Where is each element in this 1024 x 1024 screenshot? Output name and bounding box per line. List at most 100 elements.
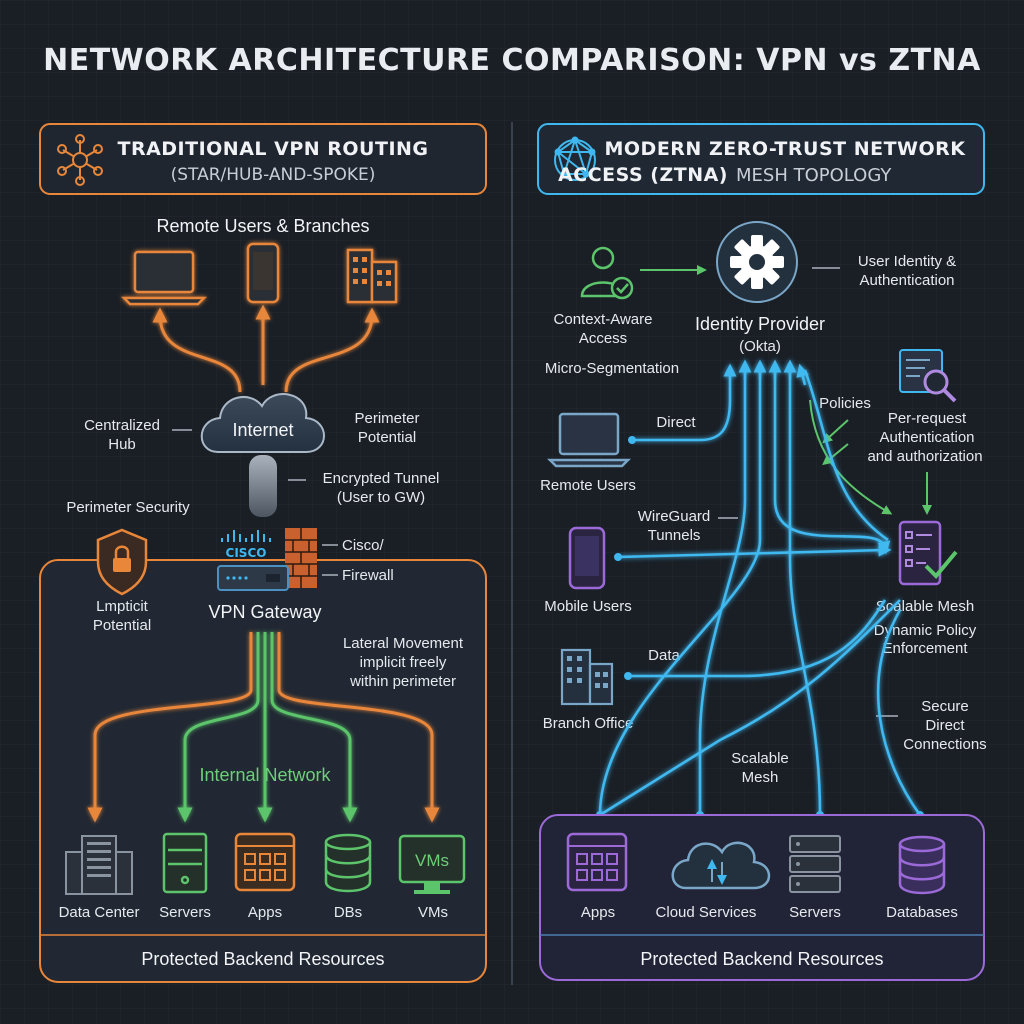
branch-office-label: Branch Office (543, 715, 634, 732)
user-check-icon (580, 246, 634, 300)
ztna-resource-box (539, 814, 985, 981)
lateral-movement-label-2: implicit freely (360, 654, 447, 671)
vpn-header-box (39, 123, 487, 195)
phone-icon (246, 242, 280, 304)
policy-checklist-icon (898, 520, 958, 586)
database-icon (898, 835, 946, 895)
ztna-resource-cloud: Cloud Services (656, 841, 771, 921)
secure-direct-label-3: Connections (903, 736, 986, 753)
policies-label: Policies (819, 395, 871, 412)
ztna-panel: MODERN ZERO-TRUST NETWORK ACCESS (ZTNA) … (537, 123, 987, 981)
shield-lock-icon (96, 528, 148, 596)
server-icon (162, 832, 208, 894)
resource-label: Cloud Services (656, 904, 757, 921)
vpn-gateway-label: VPN Gateway (208, 602, 321, 622)
ztna-header-box (537, 123, 985, 195)
cloud-icon (671, 841, 771, 890)
secure-direct-label-2: Direct (925, 717, 965, 734)
mesh-topology-icon (554, 136, 596, 181)
centralized-hub-label-2: Hub (108, 436, 136, 453)
mobile-users-label: Mobile Users (544, 598, 632, 615)
building-icon (65, 835, 133, 895)
resource-label: VMs (418, 904, 448, 921)
wireguard-label-2: Tunnels (648, 527, 701, 544)
ztna-resource-databases: Databases (886, 835, 958, 921)
vpn-header-title: TRADITIONAL VPN ROUTING (117, 138, 428, 160)
perimeter-potential-label: Perimeter (354, 410, 419, 427)
ztna-phone-icon (568, 526, 606, 590)
resource-label: Data Center (59, 904, 140, 921)
okta-label: (Okta) (739, 338, 781, 355)
dynamic-policy-label: Dynamic Policy (874, 622, 977, 639)
context-aware-label: Context-Aware (554, 311, 653, 328)
ztna-laptop-icon (546, 412, 632, 468)
per-request-label: Per-request (888, 410, 967, 427)
secure-direct-label: Secure (921, 698, 969, 715)
server-icon (789, 835, 841, 893)
user-identity-label-2: Authentication (859, 272, 954, 289)
perimeter-security-label: Perimeter Security (66, 499, 190, 516)
vpn-user-arrows (152, 304, 380, 393)
context-aware-label-2: Access (579, 330, 627, 347)
ztna-header-subtitle-b: MESH TOPOLOGY (736, 165, 892, 186)
cisco-logo: CISCO (221, 530, 271, 560)
scalable-mesh-label-2: Mesh (742, 769, 779, 786)
ztna-header-title: MODERN ZERO-TRUST NETWORK (604, 138, 966, 160)
firewall-label: Firewall (342, 567, 394, 584)
lateral-movement-label: Lateral Movement (343, 635, 464, 652)
vpn-resource-data-center: Data Center (59, 835, 140, 921)
resource-label: Servers (789, 904, 841, 921)
implicit-potential-label: Lmpticit (96, 598, 149, 615)
resource-label: DBs (334, 904, 362, 921)
data-label: Data (648, 647, 680, 664)
vpn-resource-dbs: DBs (324, 833, 372, 921)
perimeter-potential-label-2: Potential (358, 429, 416, 446)
vpn-resource-vms: VMs VMs (398, 834, 466, 921)
vpn-header-subtitle: (STAR/HUB-AND-SPOKE) (171, 165, 376, 185)
apps-window-icon (234, 832, 296, 892)
ztna-header-subtitle-a: ACCESS (ZTNA) (558, 164, 728, 186)
ztna-mesh-connections (598, 359, 922, 817)
vpn-gateway-appliance-icon (217, 565, 289, 591)
scalable-mesh-label: Scalable (731, 750, 789, 767)
dynamic-policy-label-2: Enforcement (882, 640, 968, 657)
internet-cloud-icon (200, 393, 325, 453)
ztna-resource-servers: Servers (789, 835, 841, 921)
vpn-internal-routes (87, 632, 440, 823)
lateral-movement-label-3: within perimeter (349, 673, 456, 690)
vpn-resource-servers: Servers (159, 832, 211, 921)
per-request-label-3: and authorization (867, 448, 982, 465)
vpn-perimeter-box (39, 559, 487, 983)
branch-building-icon (346, 248, 398, 304)
resource-label: Servers (159, 904, 211, 921)
resource-label: Databases (886, 904, 958, 921)
vpn-protected-label: Protected Backend Resources (141, 949, 384, 969)
vm-monitor-icon (398, 834, 466, 894)
apps-window-icon (566, 832, 628, 892)
identity-provider-gear-icon (716, 221, 798, 303)
policy-search-icon (899, 349, 957, 403)
internet-label: Internet (232, 420, 293, 440)
resource-label: Apps (248, 904, 282, 921)
laptop-icon (120, 250, 208, 306)
wireguard-label: WireGuard (638, 508, 711, 525)
vm-screen-text: VMs (415, 851, 449, 870)
remote-users-label: Remote Users & Branches (156, 216, 369, 236)
per-request-label-2: Authentication (879, 429, 974, 446)
svg-text:CISCO: CISCO (226, 546, 267, 560)
scalable-mesh-right-label: Scalable Mesh (876, 598, 974, 615)
vpn-panel: TRADITIONAL VPN ROUTING (STAR/HUB-AND-SP… (39, 123, 487, 983)
implicit-potential-label-2: Potential (93, 617, 151, 634)
remote-users-ztna-label: Remote Users (540, 477, 636, 494)
identity-provider-label: Identity Provider (695, 314, 825, 334)
micro-segmentation-label: Micro-Segmentation (545, 360, 679, 377)
firewall-icon (285, 528, 317, 588)
encrypted-tunnel-label: Encrypted Tunnel (323, 470, 440, 487)
centralized-hub-label: Centralized (84, 417, 160, 434)
ztna-branch-building-icon (560, 648, 614, 706)
vpn-resource-apps: Apps (234, 832, 296, 921)
cisco-label: Cisco/ (342, 537, 385, 554)
ztna-resource-apps: Apps (566, 832, 628, 921)
direct-label: Direct (656, 414, 696, 431)
